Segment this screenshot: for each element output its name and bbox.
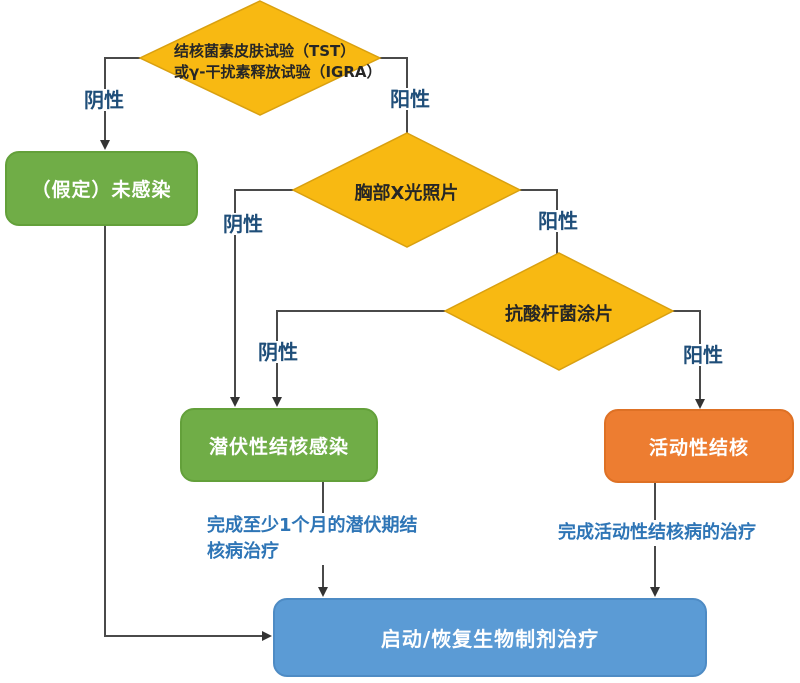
edge-afb-positive-line <box>673 310 701 402</box>
edge-label-tst-negative: 阴性 <box>82 88 126 112</box>
note-active-treatment: 完成活动性结核病的治疗 <box>558 520 756 546</box>
note-latent-treatment: 完成至少1个月的潜伏期结核病治疗 <box>207 513 425 565</box>
edge-label-xray-negative: 阴性 <box>221 212 265 236</box>
edge-xray-positive-line <box>520 189 558 254</box>
edge-tst-negative-line <box>104 57 140 143</box>
decision-afb-diamond <box>443 252 675 371</box>
decision-xray-label: 胸部X光照片 <box>354 183 459 204</box>
decision-tst-label-line1: 结核菌素皮肤试验（TST） <box>174 42 356 60</box>
edge-label-tst-positive: 阳性 <box>388 87 432 111</box>
node-presumed-uninfected: （假定）未感染 <box>5 151 198 226</box>
arrowhead-into-active <box>695 399 705 409</box>
decision-tst-diamond <box>138 0 382 116</box>
arrowhead-active-into-biologics <box>650 587 660 597</box>
edge-afb-negative-line <box>276 310 445 400</box>
edge-label-xray-positive: 阳性 <box>536 209 580 233</box>
edge-label-afb-negative: 阴性 <box>256 340 300 364</box>
arrowhead-xray-neg-into-latent <box>230 397 240 407</box>
node-presumed-uninfected-label: （假定）未感染 <box>31 179 172 201</box>
node-active-tb-label: 活动性结核 <box>648 436 749 459</box>
arrowhead-into-uninfected <box>100 140 110 150</box>
decision-tst-label: 结核菌素皮肤试验（TST） 或γ-干扰素释放试验（IGRA） <box>174 41 382 83</box>
edge-uninfected-to-biologics-line <box>104 226 262 637</box>
node-latent-tb: 潜伏性结核感染 <box>180 408 378 482</box>
arrowhead-latent-into-biologics <box>318 587 328 597</box>
edge-label-afb-positive: 阳性 <box>681 343 725 367</box>
decision-afb-label: 抗酸杆菌涂片 <box>505 304 613 325</box>
decision-xray-diamond <box>291 132 522 248</box>
decision-tst-label-line2: 或γ-干扰素释放试验（IGRA） <box>174 63 382 81</box>
node-biologics-therapy: 启动/恢复生物制剂治疗 <box>273 598 707 677</box>
node-biologics-therapy-label: 启动/恢复生物制剂治疗 <box>380 627 600 651</box>
node-active-tb: 活动性结核 <box>604 409 794 483</box>
node-latent-tb-label: 潜伏性结核感染 <box>208 435 349 458</box>
arrowhead-uninfected-into-biologics <box>262 631 272 641</box>
arrowhead-afb-neg-into-latent <box>272 397 282 407</box>
edge-xray-negative-line <box>234 189 293 400</box>
